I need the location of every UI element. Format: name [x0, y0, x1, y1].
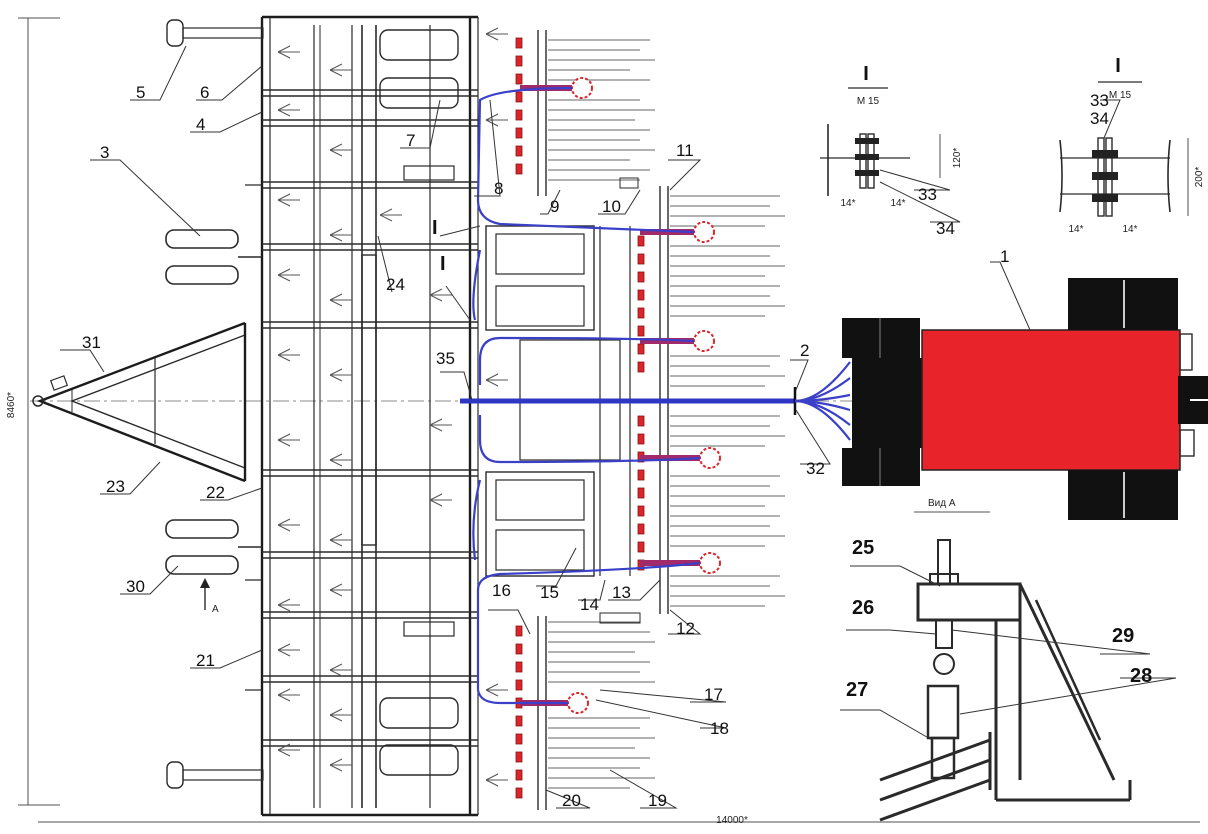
- callout-33a: 33: [918, 185, 937, 204]
- callout-labels: 1 2 3 4 5 6 7 8 9 10 11 12 13 14 15 16 1…: [82, 83, 1152, 810]
- callout-6: 6: [200, 83, 209, 102]
- callout-34a: 34: [936, 219, 955, 238]
- width-dimension: 14000*: [38, 815, 1200, 826]
- hydraulic-hoses: [460, 86, 851, 705]
- callout-18: 18: [710, 719, 729, 738]
- callout-24: 24: [386, 275, 405, 294]
- transport-wheels: A: [165, 19, 264, 789]
- callout-4: 4: [196, 115, 205, 134]
- callout-10: 10: [602, 197, 621, 216]
- leader-lines: [60, 45, 1177, 809]
- arrow-a-label: A: [212, 604, 219, 615]
- callout-17: 17: [704, 685, 723, 704]
- upper-seeder-section: [515, 30, 655, 196]
- section-detail-1: I М 15 120* 14* 14*: [820, 63, 963, 209]
- callout-22: 22: [206, 483, 225, 502]
- section-2-numeral: I: [1115, 55, 1121, 77]
- callout-9: 9: [550, 197, 559, 216]
- callout-1: 1: [1000, 247, 1009, 266]
- drawbar-frame: [32, 321, 247, 483]
- frame-arrow-marks: [277, 27, 508, 787]
- detail-1-width-b: 14*: [890, 198, 905, 209]
- callout-20: 20: [562, 791, 581, 810]
- view-a-label: Вид A: [928, 498, 956, 509]
- detail-2-width-a: 14*: [1068, 224, 1083, 235]
- detail-1-height: 120*: [952, 148, 963, 169]
- detail-1-width-a: 14*: [840, 198, 855, 209]
- tractor: [842, 278, 1208, 520]
- height-dimension-label: 8460*: [6, 392, 17, 418]
- callout-30: 30: [126, 577, 145, 596]
- callout-8: 8: [494, 179, 503, 198]
- callout-28: 28: [1130, 665, 1152, 687]
- callout-7: 7: [406, 131, 415, 150]
- callout-29: 29: [1112, 625, 1134, 647]
- callout-section-i-1: I: [432, 217, 438, 239]
- detail-2-width-b: 14*: [1122, 224, 1137, 235]
- callout-34b: 34: [1090, 109, 1109, 128]
- detail-2-height: 200*: [1194, 167, 1205, 188]
- callout-21: 21: [196, 651, 215, 670]
- callout-19: 19: [648, 791, 667, 810]
- section-1-numeral: I: [863, 63, 869, 85]
- callout-14: 14: [580, 595, 599, 614]
- section-1-scale: М 15: [857, 96, 880, 107]
- callout-15: 15: [540, 583, 559, 602]
- callout-11: 11: [676, 141, 694, 160]
- callout-3: 3: [100, 143, 109, 162]
- section-2-scale: М 15: [1109, 90, 1132, 101]
- callout-5: 5: [136, 83, 145, 102]
- callout-16: 16: [492, 581, 511, 600]
- lower-seeder-section: [515, 612, 655, 810]
- callout-23: 23: [106, 477, 125, 496]
- main-frame: [245, 15, 479, 817]
- callout-27: 27: [846, 679, 868, 701]
- height-dimension: 8460*: [6, 17, 60, 806]
- callout-13: 13: [612, 583, 631, 602]
- callout-section-i-2: I: [440, 253, 446, 275]
- width-dimension-label: 14000*: [716, 815, 748, 826]
- callout-26: 26: [852, 597, 874, 619]
- callout-35: 35: [436, 349, 455, 368]
- section-detail-2: I М 15 200* 14* 14*: [1059, 55, 1205, 235]
- callout-31: 31: [82, 333, 101, 352]
- callout-2: 2: [800, 341, 809, 360]
- callout-32: 32: [806, 459, 825, 478]
- callout-12: 12: [676, 619, 695, 638]
- callout-33b: 33: [1090, 91, 1109, 110]
- view-a-detail: Вид A: [879, 498, 1132, 822]
- callout-25: 25: [852, 537, 874, 559]
- main-seeder-section: [637, 186, 785, 614]
